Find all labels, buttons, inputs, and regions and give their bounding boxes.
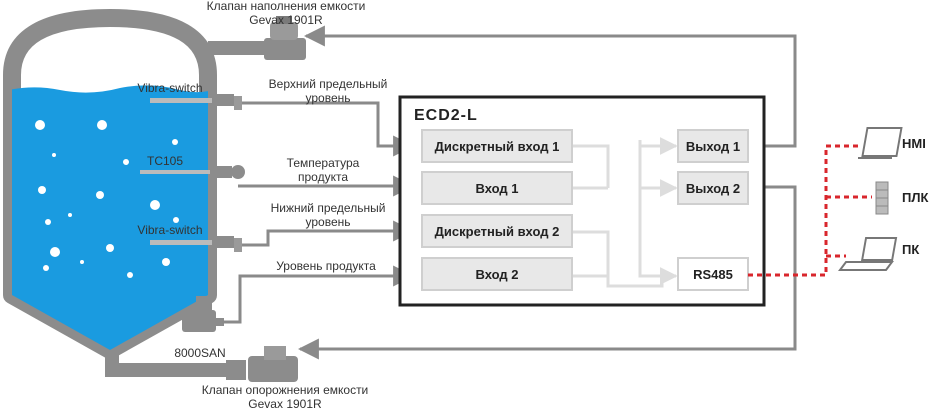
label-drain-valve-1: Клапан опорожнения емкости bbox=[202, 383, 369, 397]
input-label-discrete-2: Дискретный вход 2 bbox=[435, 224, 560, 239]
output-label-rs485: RS485 bbox=[693, 267, 733, 282]
label-temperature-2: продукта bbox=[298, 170, 348, 184]
label-fill-valve-1: Клапан наполнения емкости bbox=[207, 0, 366, 13]
rs485-network bbox=[748, 144, 872, 277]
wire-upper-limit bbox=[242, 101, 415, 157]
controller-title: ECD2-L bbox=[414, 107, 478, 124]
plc-icon bbox=[875, 181, 889, 215]
device-label-pc: ПК bbox=[902, 242, 919, 257]
pc-laptop-icon bbox=[838, 237, 898, 271]
input-label-1: Вход 1 bbox=[476, 181, 519, 196]
input-box-discrete-1 bbox=[421, 129, 573, 163]
label-tc105: TC105 bbox=[147, 154, 183, 168]
wire-output1-fill-valve bbox=[303, 25, 797, 148]
fill-valve-icon bbox=[264, 16, 306, 60]
level-sensor-8000san bbox=[182, 296, 224, 332]
label-drain-valve-2: Gevax 1901R bbox=[248, 397, 322, 411]
device-label-hmi: HMI bbox=[902, 136, 926, 151]
label-upper-limit-1: Верхний предельный bbox=[269, 77, 388, 91]
drain-valve-icon bbox=[226, 346, 298, 382]
tc105-sensor bbox=[140, 165, 245, 179]
vibra-switch-top bbox=[150, 94, 242, 110]
input-box-2 bbox=[421, 257, 573, 291]
wire-output2-drain-valve bbox=[297, 185, 797, 360]
label-lower-limit-2: уровень bbox=[305, 215, 350, 229]
input-label-2: Вход 2 bbox=[476, 267, 519, 282]
label-vibra-top: Vibra-switch bbox=[137, 81, 202, 95]
tank bbox=[3, 9, 270, 377]
output-box-2 bbox=[677, 171, 749, 205]
label-temperature-1: Температура bbox=[287, 156, 360, 170]
input-label-discrete-1: Дискретный вход 1 bbox=[435, 139, 560, 154]
wire-lower-limit bbox=[242, 220, 415, 247]
vibra-switch-bottom bbox=[150, 236, 242, 252]
label-vibra-bottom: Vibra-switch bbox=[137, 223, 202, 237]
internal-routing bbox=[572, 137, 678, 288]
input-box-discrete-2 bbox=[421, 214, 573, 248]
hmi-icon bbox=[858, 127, 903, 159]
label-product-level: Уровень продукта bbox=[276, 259, 376, 273]
label-8000san: 8000SAN bbox=[174, 346, 225, 360]
output-label-1: Выход 1 bbox=[686, 139, 740, 154]
liquid bbox=[12, 85, 208, 350]
controller-ecd2l: ECD2-L Дискретный вход 1 Вход 1 Дискретн… bbox=[398, 95, 766, 307]
label-lower-limit-1: Нижний предельный bbox=[271, 201, 386, 215]
output-box-1 bbox=[677, 129, 749, 163]
label-fill-valve-2: Gevax 1901R bbox=[249, 13, 323, 27]
output-box-rs485 bbox=[677, 257, 749, 291]
label-upper-limit-2: уровень bbox=[305, 91, 350, 105]
input-box-1 bbox=[421, 171, 573, 205]
wire-product-level bbox=[222, 265, 415, 324]
output-label-2: Выход 2 bbox=[686, 181, 740, 196]
device-label-plc: ПЛК bbox=[902, 190, 928, 205]
